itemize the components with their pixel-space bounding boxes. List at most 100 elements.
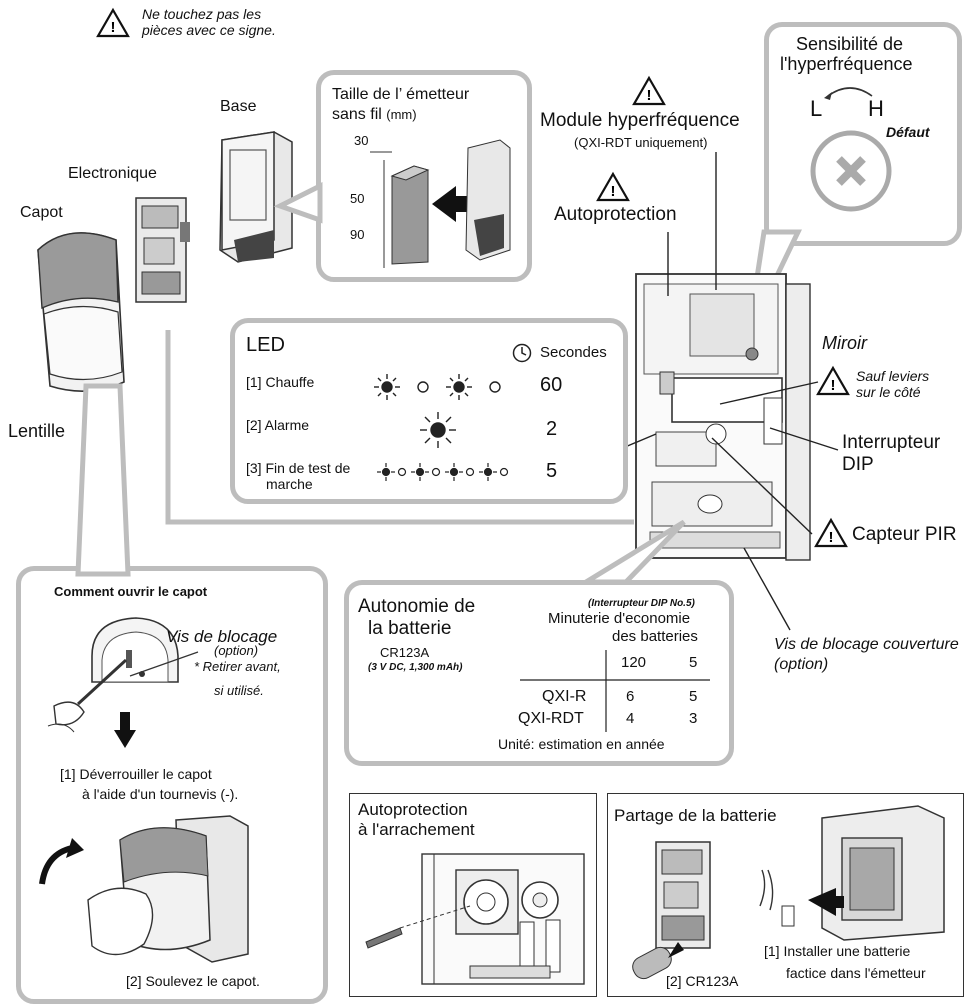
led-pattern-warmup-icon — [374, 374, 501, 400]
sensitivity-default-label: Défaut — [886, 124, 930, 140]
label-base: Base — [220, 98, 257, 115]
battery-share-step1-line2: factice dans l'émetteur — [786, 965, 926, 981]
transmitter-size-title-line1: Taille de l’ émetteur — [332, 86, 470, 103]
led-row-3-seconds: 5 — [546, 460, 558, 482]
label-lentille: Lentille — [8, 421, 66, 441]
led-row-1-seconds: 60 — [540, 374, 563, 396]
open-cover-step1-line2: à l'aide d'un tournevis (-). — [82, 786, 239, 802]
battery-row-qxi-rdt-model: QXI-RDT — [518, 710, 584, 727]
autoprotection-label: Autoprotection — [554, 204, 677, 225]
dimension-30: 30 — [354, 133, 369, 148]
battery-row-qxi-r-120: 6 — [626, 688, 635, 705]
battery-row-qxi-rdt-120: 4 — [626, 710, 635, 727]
sensitivity-low-label: L — [810, 96, 823, 121]
locking-screw-note-line2: si utilisé. — [214, 683, 264, 698]
sensitivity-title-line2: l'hyperfréquence — [780, 54, 913, 74]
svg-text:!: ! — [647, 87, 652, 104]
led-row-2-label: [2] Alarme — [246, 417, 310, 433]
battery-cell-icon — [632, 942, 684, 980]
locking-screw-title: Vis de blocage — [166, 627, 278, 646]
battery-share-title: Partage de la batterie — [614, 806, 777, 825]
pir-sensor-label: Capteur PIR — [852, 524, 957, 545]
dimension-90: 90 — [350, 227, 365, 242]
led-title: LED — [246, 334, 285, 356]
led-row-3-label-line2: marche — [266, 476, 313, 492]
transmitter-size-title-line2: sans fil (mm) — [332, 106, 417, 124]
locking-screw-option: (option) — [214, 643, 259, 658]
screwdriver-icon — [47, 658, 136, 748]
battery-title-line1: Autonomie de — [358, 596, 476, 617]
open-cover-title: Comment ouvrir le capot — [54, 584, 208, 599]
potentiometer-knob-icon — [810, 130, 892, 212]
dip-switch-line1: Interrupteur — [842, 432, 941, 453]
label-capot: Capot — [20, 204, 63, 221]
svg-text:!: ! — [611, 183, 616, 200]
sensitivity-arrow-icon — [824, 87, 873, 100]
transmitter-size-title-sans-fil: sans fil — [332, 106, 382, 123]
led-row-1-label: [1] Chauffe — [246, 374, 315, 390]
battery-unit-note: Unité: estimation en année — [498, 736, 665, 752]
warning-triangle-icon: ! — [596, 171, 630, 202]
electronics-illustration — [135, 197, 190, 303]
locking-screw-note-line1: * Retirer avant, — [194, 659, 281, 674]
led-row-2-seconds: 2 — [546, 418, 558, 440]
battery-col-120: 120 — [621, 654, 647, 671]
battery-share-electronics-illustration — [655, 841, 711, 949]
sensitivity-title-line1: Sensibilité de — [796, 34, 904, 54]
cover-screw-line2: (option) — [774, 656, 829, 673]
mirror-title: Miroir — [822, 333, 867, 353]
svg-text:!: ! — [111, 19, 116, 36]
label-electronique: Electronique — [68, 165, 157, 182]
cover-illustration — [37, 232, 125, 392]
led-pattern-walktest-icon — [377, 463, 509, 481]
battery-model: CR123A — [380, 645, 430, 660]
battery-callout-pointer — [577, 519, 686, 585]
battery-spec: (3 V DC, 1,300 mAh) — [368, 662, 463, 673]
battery-timer-line2: des batteries — [612, 628, 698, 645]
warning-note-line2: pièces avec ce signe. — [142, 22, 276, 38]
tamper-box-line1: Autoprotection — [358, 800, 468, 819]
transmitter-open-illustration — [808, 805, 945, 941]
led-pattern-alarm-icon — [420, 412, 456, 448]
battery-table-grid — [520, 650, 710, 732]
microwave-module-title: Module hyperfréquence — [540, 110, 740, 131]
lift-cover-illustration — [39, 815, 249, 963]
microwave-module-subtitle: (QXI-RDT uniquement) — [574, 135, 708, 150]
battery-share-step1-line1: [1] Installer une batterie — [764, 943, 911, 959]
battery-col-5: 5 — [689, 654, 698, 671]
battery-row-qxi-r-model: QXI-R — [542, 688, 587, 705]
open-cover-step1-line1: [1] Déverrouiller le capot — [60, 766, 212, 782]
led-callout-connector — [165, 330, 634, 525]
open-cover-step2: [2] Soulevez le capot. — [126, 973, 260, 989]
cover-bottom-illustration — [91, 617, 179, 683]
transmitter-box-drawing — [370, 139, 511, 268]
warning-note-line1: Ne touchez pas les — [142, 6, 262, 22]
battery-share-step2: [2] CR123A — [666, 973, 739, 989]
dimension-50: 50 — [350, 191, 365, 206]
mirror-note-line2: sur le côté — [856, 384, 921, 400]
battery-title-line2: la batterie — [368, 618, 452, 639]
led-seconds-header: Secondes — [540, 344, 607, 361]
locking-screw-leader — [129, 651, 199, 677]
warning-triangle-icon: ! — [96, 7, 130, 38]
tamper-illustration — [365, 853, 585, 985]
battery-dip-note: (Interrupteur DIP No.5) — [588, 598, 695, 609]
dummy-battery-illustration — [759, 869, 795, 927]
led-row-3-label-line1: [3] Fin de test de — [246, 460, 351, 476]
cover-screw-line1: Vis de blocage couverture — [774, 636, 959, 653]
dip-switch-line2: DIP — [842, 454, 874, 475]
warning-triangle-icon: ! — [632, 75, 666, 106]
transmitter-callout-pointer — [273, 181, 323, 224]
tamper-box-line2: à l'arrachement — [358, 820, 475, 839]
battery-row-qxi-rdt-5: 3 — [689, 710, 698, 727]
battery-row-qxi-r-5: 5 — [689, 688, 698, 705]
battery-timer-line1: Minuterie d'economie — [548, 610, 691, 627]
detector-illustration — [635, 273, 811, 561]
warning-triangle-icon: ! — [814, 517, 848, 548]
battery-callout — [344, 580, 734, 766]
clock-icon — [512, 343, 532, 363]
warning-triangle-icon: ! — [816, 365, 850, 396]
svg-text:!: ! — [829, 529, 834, 546]
transmitter-size-unit: (mm) — [386, 107, 417, 122]
